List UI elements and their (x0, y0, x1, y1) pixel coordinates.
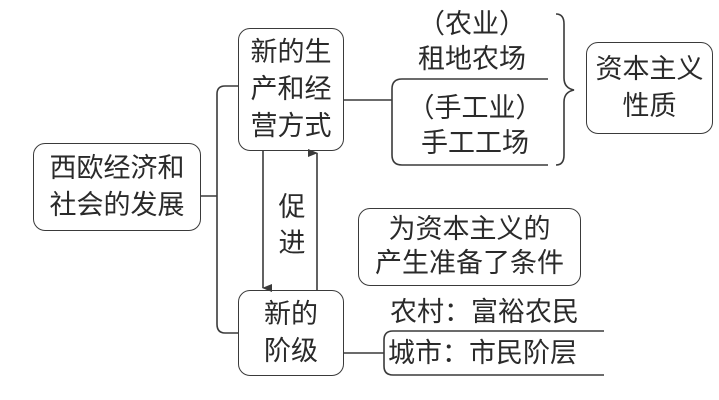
agriculture-form: 租地农场 (418, 44, 526, 75)
sector-bracket (391, 78, 548, 166)
production-line-2: 产和经 (250, 74, 332, 105)
promote-label: 促 进 (277, 190, 307, 262)
nature-line-2: 性质 (622, 91, 677, 122)
urban-class: 城市：市民阶层 (388, 338, 577, 369)
handicraft-form: 手工工场 (421, 128, 529, 159)
handicraft-sector: （手工业） (407, 93, 543, 124)
classes-line-2: 阶级 (264, 336, 318, 367)
nature-line-1: 资本主义 (595, 54, 704, 85)
preparation-line-2: 产生准备了条件 (375, 248, 564, 279)
production-line-3: 营方式 (250, 111, 332, 142)
promote-char-2: 进 (278, 228, 306, 259)
rural-class: 农村：富裕农民 (390, 297, 579, 328)
nature-node: 资本主义 性质 (586, 42, 713, 134)
root-line-1: 西欧经济和 (49, 153, 185, 184)
agriculture-sector: （农业） (418, 9, 526, 40)
classes-node: 新的 阶级 (238, 290, 344, 376)
production-line-1: 新的生 (250, 37, 332, 68)
preparation-node: 为资本主义的 产生准备了条件 (358, 208, 581, 286)
classes-line-1: 新的 (264, 299, 318, 330)
trunk-connector (216, 85, 238, 334)
root-node: 西欧经济和 社会的发展 (33, 143, 201, 231)
curly-brace (555, 13, 575, 166)
preparation-line-1: 为资本主义的 (388, 214, 551, 245)
production-node: 新的生 产和经 营方式 (238, 28, 344, 151)
root-line-2: 社会的发展 (49, 190, 185, 221)
class-bracket (383, 330, 604, 376)
promote-char-1: 促 (278, 192, 306, 223)
